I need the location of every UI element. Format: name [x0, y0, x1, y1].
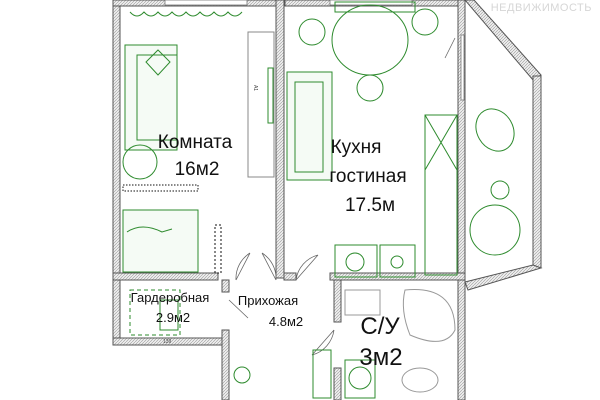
room-name-kitchen: Кухня [330, 137, 382, 158]
room-area-wardrobe: 2.9м2 [155, 310, 191, 325]
room-area-hallway: 4.8м2 [268, 314, 304, 329]
doors [228, 37, 456, 356]
room-name-living: гостиная [329, 166, 407, 187]
room-area-komnata: 16м2 [174, 159, 220, 180]
watermark: НЕДВИЖИМОСТЬ [490, 2, 592, 14]
room-name-hallway: Прихожая [237, 293, 299, 308]
walls [112, 0, 543, 400]
room-area-kitchen: 17.5м [344, 195, 396, 216]
room-name-bathroom: С/У [360, 313, 400, 340]
dimension-label: 139 [163, 339, 172, 345]
furniture [122, 1, 521, 399]
tv-label: A1 [252, 84, 259, 92]
room-name-wardrobe: Гардеробная [130, 290, 210, 305]
room-name-komnata: Комната [157, 132, 233, 153]
room-area-bathroom: 3м2 [359, 344, 403, 371]
